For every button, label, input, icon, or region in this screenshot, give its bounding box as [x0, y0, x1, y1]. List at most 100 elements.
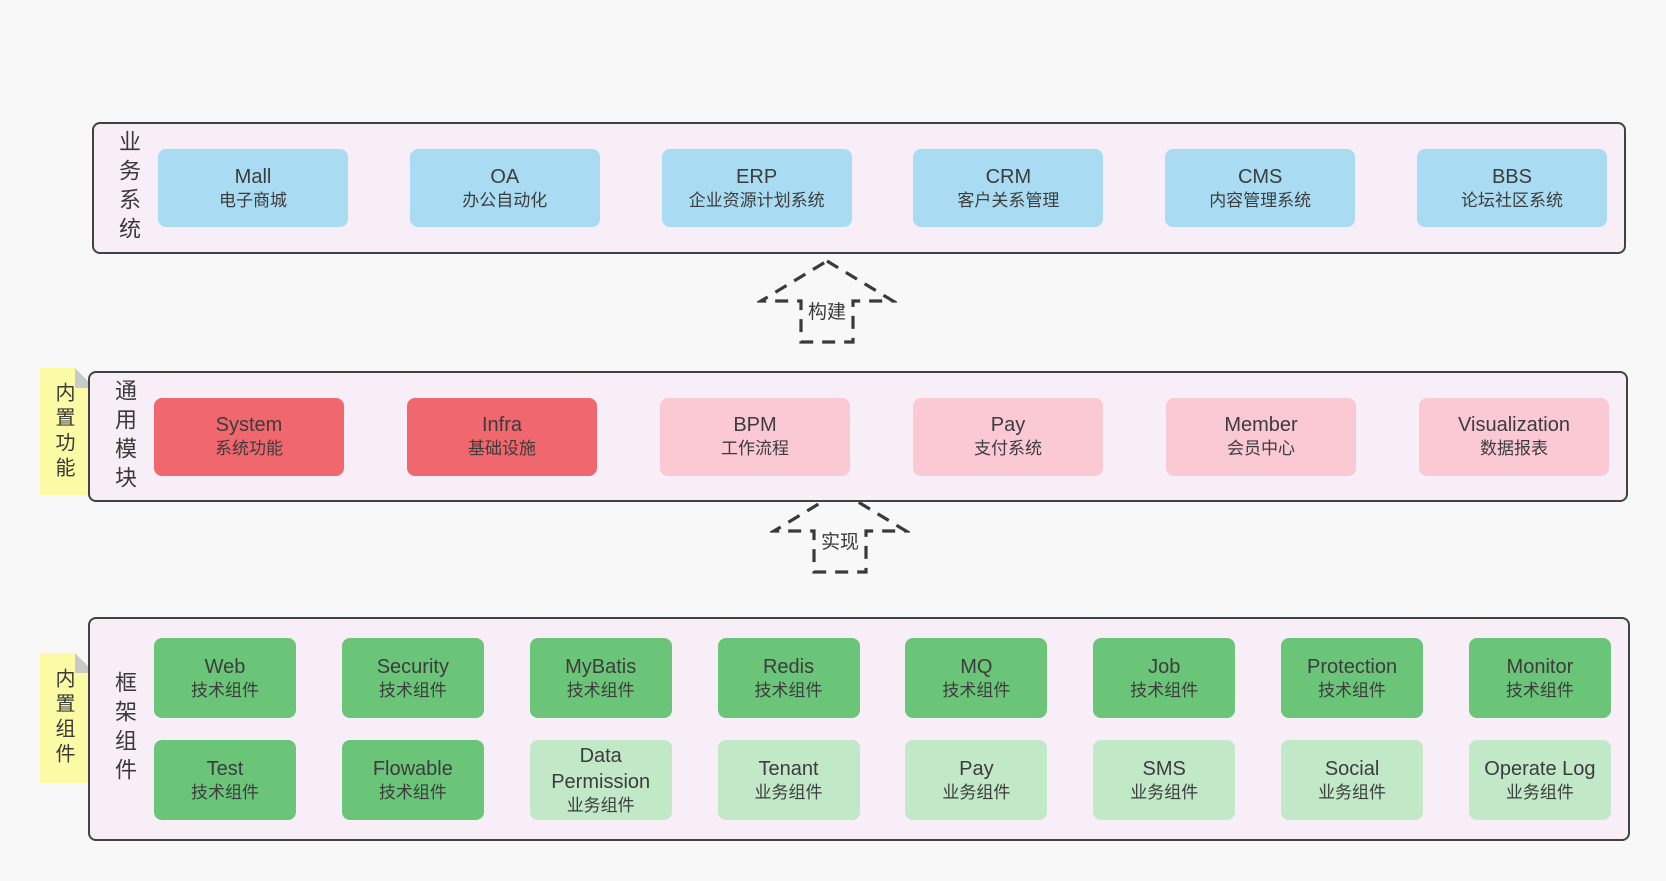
box-web: Web 技术组件: [154, 638, 296, 718]
box-subtitle: 技术组件: [1505, 680, 1574, 700]
box-title: Tenant: [758, 757, 819, 780]
box-visualization: Visualization 数据报表: [1419, 397, 1609, 476]
layer-business-systems: 业务系统 Mall 电子商城 OA 办公自动化 ERP 企业资源计划系统 CRM…: [92, 122, 1626, 254]
box-title: MyBatis: [565, 655, 637, 678]
box-title: Protection: [1307, 655, 1398, 678]
box-subtitle: 业务组件: [1318, 782, 1387, 802]
box-protection: Protection 技术组件: [1281, 638, 1424, 718]
box-subtitle: 技术组件: [1318, 680, 1387, 700]
box-title: Visualization: [1458, 414, 1570, 437]
box-monitor: Monitor 技术组件: [1468, 638, 1611, 718]
box-pay-component: Pay 业务组件: [905, 740, 1048, 820]
box-subtitle: 支付系统: [974, 439, 1042, 459]
sticky-note-builtin-components: 内置组件: [40, 653, 95, 783]
box-infra: Infra 基础设施: [407, 397, 597, 476]
box-subtitle: 技术组件: [378, 782, 447, 802]
box-title: OA: [490, 165, 520, 188]
box-sms: SMS 业务组件: [1093, 740, 1236, 820]
box-oa: OA 办公自动化: [409, 149, 600, 227]
box-subtitle: 业务组件: [1505, 782, 1574, 802]
box-subtitle: 办公自动化: [462, 190, 548, 210]
box-mq: MQ 技术组件: [905, 638, 1048, 718]
tech-components-row: Web 技术组件 Security 技术组件 MyBatis 技术组件 Redi…: [154, 638, 1611, 718]
box-title: Redis: [762, 655, 815, 678]
biz-components-row: Test 技术组件 Flowable 技术组件 Data Permission …: [154, 740, 1611, 820]
box-title: Job: [1148, 655, 1181, 678]
box-title: BBS: [1491, 165, 1532, 188]
implement-arrow-up-icon: 实现: [770, 487, 910, 577]
box-test: Test 技术组件: [154, 740, 296, 820]
business-systems-row: Mall 电子商城 OA 办公自动化 ERP 企业资源计划系统 CRM 客户关系…: [158, 149, 1607, 227]
box-subtitle: 技术组件: [191, 782, 259, 802]
box-title: Flowable: [372, 757, 453, 780]
box-tenant: Tenant 业务组件: [717, 740, 860, 820]
box-title: SMS: [1142, 757, 1186, 780]
box-subtitle: 数据报表: [1480, 439, 1548, 459]
box-title: Security: [376, 655, 449, 678]
layer-side-label: 通用模块: [112, 378, 137, 495]
box-crm: CRM 客户关系管理: [913, 149, 1104, 227]
box-title: Operate Log: [1484, 757, 1596, 780]
box-subtitle: 基础设施: [468, 439, 536, 459]
note-label: 内置组件: [52, 668, 74, 768]
common-modules-row: System 系统功能 Infra 基础设施 BPM 工作流程 Pay 支付系统…: [154, 397, 1609, 476]
box-title: System: [215, 414, 283, 437]
box-title: Social: [1324, 757, 1380, 780]
layer-side-label: 业务系统: [116, 130, 141, 246]
box-subtitle: 技术组件: [754, 680, 823, 700]
box-title: Pay: [990, 414, 1026, 437]
box-subtitle: 内容管理系统: [1209, 190, 1312, 210]
box-title: Mall: [234, 165, 272, 188]
box-pay-module: Pay 支付系统: [913, 397, 1103, 476]
arrow-label: 实现: [816, 527, 864, 554]
box-job: Job 技术组件: [1093, 638, 1236, 718]
box-title: Data Permission: [551, 744, 651, 793]
box-subtitle: 技术组件: [378, 680, 447, 700]
sticky-note-builtin-features: 内置功能: [40, 368, 95, 495]
box-subtitle: 会员中心: [1227, 439, 1295, 459]
layer-side-label: 框架组件: [112, 671, 137, 787]
box-system: System 系统功能: [154, 397, 344, 476]
box-title: CRM: [985, 165, 1032, 188]
box-subtitle: 客户关系管理: [957, 190, 1060, 210]
box-bpm: BPM 工作流程: [660, 397, 850, 476]
box-subtitle: 技术组件: [942, 680, 1011, 700]
box-flowable: Flowable 技术组件: [341, 740, 484, 820]
box-title: Pay: [959, 757, 994, 780]
box-title: Member: [1224, 414, 1298, 437]
box-title: CMS: [1237, 165, 1283, 188]
box-title: BPM: [733, 414, 777, 437]
box-redis: Redis 技术组件: [717, 638, 860, 718]
box-subtitle: 技术组件: [191, 680, 259, 700]
arrow-label: 构建: [803, 297, 851, 324]
box-title: Infra: [481, 414, 523, 437]
box-title: Test: [206, 757, 244, 780]
box-subtitle: 业务组件: [754, 782, 823, 802]
box-subtitle: 技术组件: [1130, 680, 1199, 700]
box-title: Web: [204, 655, 246, 678]
box-social: Social 业务组件: [1281, 740, 1424, 820]
box-subtitle: 工作流程: [721, 439, 789, 459]
box-mybatis: MyBatis 技术组件: [529, 638, 672, 718]
box-subtitle: 企业资源计划系统: [688, 190, 825, 210]
box-subtitle: 系统功能: [215, 439, 283, 459]
build-arrow-up-icon: 构建: [757, 257, 897, 347]
box-subtitle: 业务组件: [1130, 782, 1199, 802]
box-subtitle: 业务组件: [942, 782, 1011, 802]
box-member: Member 会员中心: [1166, 397, 1356, 476]
box-data-permission: Data Permission 业务组件: [529, 740, 672, 820]
layer-framework-components: 框架组件 Web 技术组件 Security 技术组件 MyBatis 技术组件…: [88, 617, 1630, 841]
box-subtitle: 电子商城: [219, 190, 287, 210]
box-subtitle: 技术组件: [566, 680, 635, 700]
box-security: Security 技术组件: [341, 638, 484, 718]
box-erp: ERP 企业资源计划系统: [661, 149, 852, 227]
box-bbs: BBS 论坛社区系统: [1416, 149, 1607, 227]
box-subtitle: 业务组件: [566, 795, 635, 815]
box-subtitle: 论坛社区系统: [1460, 190, 1563, 210]
box-cms: CMS 内容管理系统: [1165, 149, 1356, 227]
box-title: MQ: [960, 655, 993, 678]
layer-common-modules: 通用模块 System 系统功能 Infra 基础设施 BPM 工作流程 Pay…: [88, 371, 1628, 502]
box-operate-log: Operate Log 业务组件: [1468, 740, 1611, 820]
note-label: 内置功能: [52, 381, 74, 482]
